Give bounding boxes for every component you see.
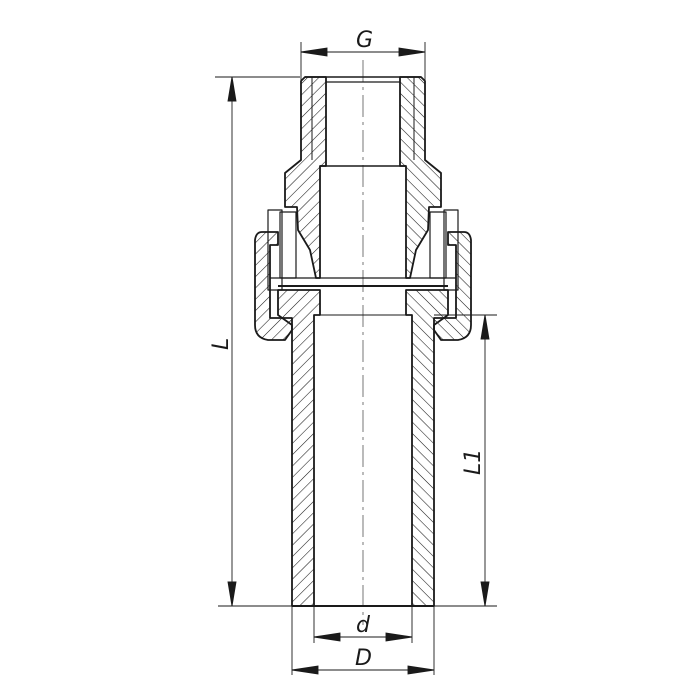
label-d: d — [356, 613, 371, 638]
label-outer-d: D — [355, 646, 372, 671]
label-g: G — [356, 28, 373, 53]
dimension-g — [300, 42, 426, 80]
label-l: L — [209, 338, 234, 350]
dimension-outer-d — [291, 606, 435, 675]
nut-grip — [267, 209, 283, 291]
right-half-section — [362, 76, 472, 607]
nipple-body — [284, 76, 327, 279]
left-half-section — [254, 76, 363, 607]
dimension-d — [313, 606, 413, 643]
dimension-l1 — [434, 314, 497, 607]
dimension-l — [215, 76, 300, 607]
label-l1: L1 — [461, 449, 486, 475]
